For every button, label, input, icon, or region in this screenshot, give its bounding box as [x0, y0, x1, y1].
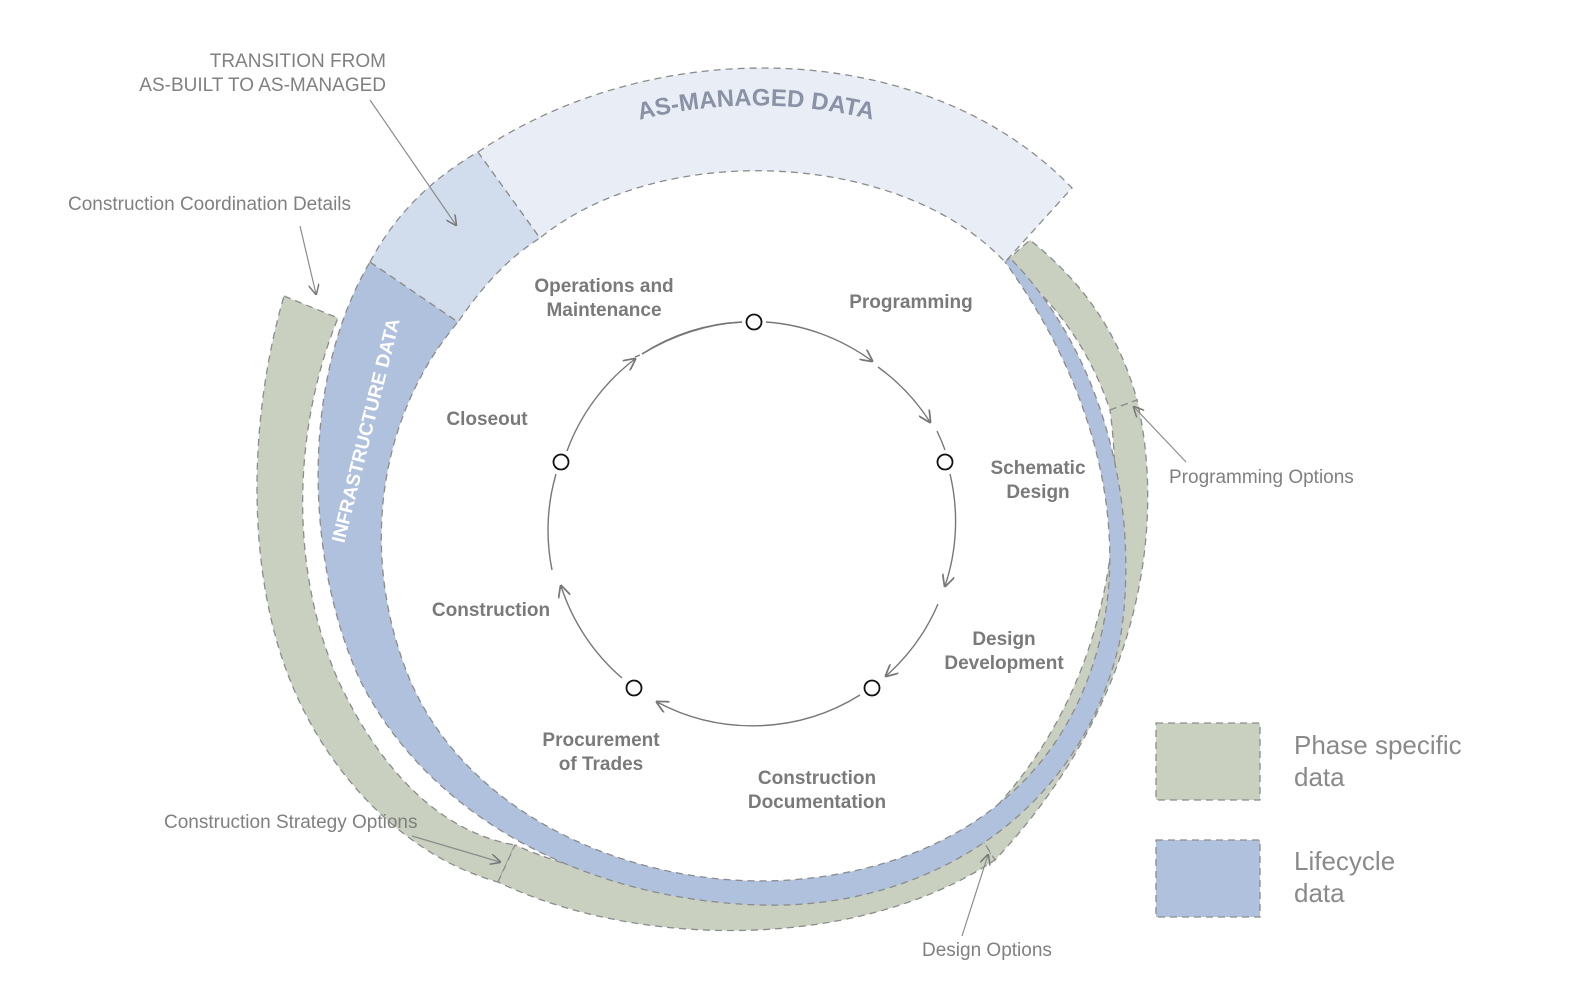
infrastructure-data-band [317, 257, 1127, 906]
phase-cycle [547, 321, 957, 727]
phase-documentation-1: Construction [758, 768, 876, 789]
phase-closeout: Closeout [446, 409, 528, 430]
legend-swatch-phase-specific [1155, 722, 1261, 801]
node-schematic [936, 453, 954, 471]
legend-phase-specific-1: Phase specific [1294, 730, 1462, 760]
pointer-programming-options [1134, 407, 1187, 463]
pointer-transition [369, 99, 456, 225]
node-programming [745, 313, 763, 331]
callout-strategy-options: Construction Strategy Options [164, 812, 417, 833]
phase-schematic-1: Schematic [990, 458, 1085, 479]
phase-construction: Construction [432, 600, 550, 621]
node-development [863, 679, 881, 697]
callout-coordination: Construction Coordination Details [68, 194, 351, 215]
phase-operations-2: Maintenance [546, 300, 661, 321]
legend-lifecycle-1: Lifecycle [1294, 846, 1395, 876]
legend-lifecycle-2: data [1294, 878, 1345, 908]
callout-design-options: Design Options [922, 940, 1052, 961]
node-procurement [625, 679, 643, 697]
phase-nodes [552, 313, 954, 697]
legend-phase-specific-2: data [1294, 762, 1345, 792]
phase-procurement-2: of Trades [559, 754, 643, 775]
programming-options-band [1003, 239, 1138, 411]
phase-documentation-2: Documentation [748, 792, 886, 813]
legend-swatch-lifecycle [1155, 839, 1261, 918]
phase-schematic-2: Design [1006, 482, 1069, 503]
callout-transition-2: AS-BUILT TO AS-MANAGED [139, 75, 386, 96]
pointer-strategy-options [411, 835, 500, 862]
pointer-coordination [299, 225, 316, 294]
phase-development-2: Development [944, 653, 1064, 674]
node-closeout [552, 453, 570, 471]
phase-development-1: Design [972, 629, 1035, 650]
as-managed-data-band [477, 67, 1073, 263]
legend: Phase specific data Lifecycle data [1155, 722, 1462, 918]
pointer-design-options [961, 855, 988, 937]
callout-programming-options: Programming Options [1169, 467, 1354, 488]
callout-transition-1: TRANSITION FROM [210, 51, 386, 72]
phase-procurement-1: Procurement [542, 730, 660, 751]
phase-operations-1: Operations and [534, 276, 673, 297]
phase-programming: Programming [849, 292, 973, 313]
